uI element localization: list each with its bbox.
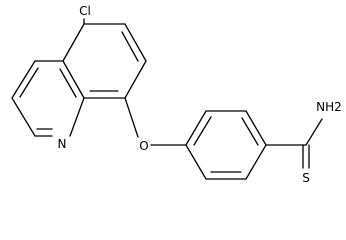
bond-p1-p2	[185, 110, 207, 146]
bond-c3-c2	[11, 97, 36, 137]
bond-c4-c3-inner	[19, 67, 39, 98]
bond-c-nh2	[305, 118, 323, 146]
bond-c6-c7-inner	[121, 31, 139, 62]
bond-c8a-c4a	[62, 60, 85, 99]
bond-c4a-c5	[62, 23, 85, 62]
chlorine-label: Cl	[79, 4, 91, 18]
quinoline-benzo-ring	[59, 23, 147, 99]
quinoline-pyridine-ring	[11, 60, 85, 137]
bond-c4-c3	[11, 60, 36, 99]
bond-c8a-c4a-inner	[59, 68, 77, 98]
bond-p6-p1	[185, 144, 207, 180]
bond-p3-p4-inner	[241, 117, 259, 146]
nitrogen-label: N	[58, 137, 67, 151]
chemical-structure: Cl N O NH2 S	[11, 4, 342, 185]
oxygen-label: O	[139, 139, 148, 153]
sulfur-label: S	[302, 171, 310, 185]
bond-c6-c7	[124, 23, 147, 62]
bond-p4-p5	[245, 144, 267, 180]
bond-c8-o	[124, 97, 139, 138]
bond-p3-p4	[245, 110, 267, 146]
bond-n-c8a	[69, 97, 85, 137]
phenylene-ring	[185, 110, 267, 180]
bond-c7-c8	[124, 60, 147, 99]
bond-p1-p2-inner	[193, 116, 212, 146]
amine-label: NH2	[316, 100, 342, 114]
